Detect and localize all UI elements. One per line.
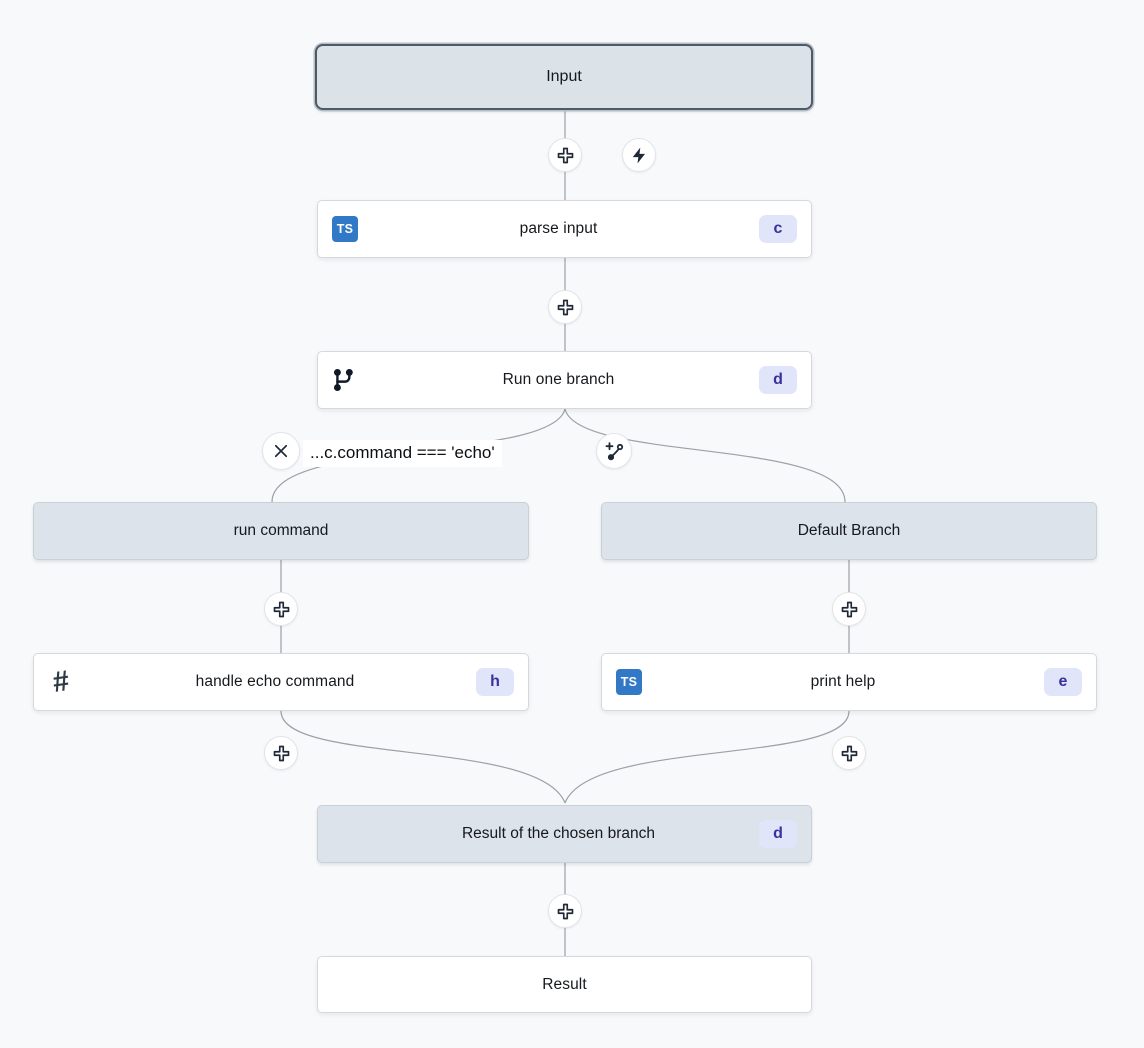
input-node[interactable]: Input bbox=[315, 44, 813, 110]
step-label: parse input bbox=[519, 220, 598, 237]
result-node-label: Result bbox=[542, 975, 587, 993]
step-id-badge: d bbox=[759, 366, 797, 394]
plus-icon bbox=[273, 601, 289, 617]
add-step-button[interactable] bbox=[264, 592, 298, 626]
add-branch-button[interactable] bbox=[596, 433, 632, 469]
input-node-label: Input bbox=[546, 68, 582, 85]
branch-run-command[interactable]: run command bbox=[33, 502, 529, 560]
add-step-button[interactable] bbox=[548, 894, 582, 928]
branch-label: Default Branch bbox=[797, 522, 901, 539]
step-run-one-branch[interactable]: Run one branch d bbox=[317, 351, 812, 409]
step-id-badge: c bbox=[759, 215, 797, 243]
step-id-badge: d bbox=[759, 820, 797, 848]
branch-default[interactable]: Default Branch bbox=[601, 502, 1097, 560]
add-step-button[interactable] bbox=[832, 736, 866, 770]
typescript-icon: TS bbox=[616, 669, 642, 695]
edge-merge-right bbox=[564, 710, 850, 804]
edge-merge-left bbox=[280, 710, 566, 804]
branch-result-node[interactable]: Result of the chosen branch d bbox=[317, 805, 812, 863]
step-print-help[interactable]: TS print help e bbox=[601, 653, 1097, 711]
add-step-button[interactable] bbox=[264, 736, 298, 770]
plus-icon bbox=[273, 745, 289, 761]
hash-icon: # bbox=[50, 665, 72, 699]
trigger-button[interactable] bbox=[622, 138, 656, 172]
remove-branch-button[interactable] bbox=[262, 432, 300, 470]
step-handle-echo-command[interactable]: # handle echo command h bbox=[33, 653, 529, 711]
branch-condition-label: ...c.command === 'echo' bbox=[303, 440, 502, 467]
add-branch-icon bbox=[605, 442, 624, 461]
branch-label: run command bbox=[233, 522, 329, 539]
step-label: handle echo command bbox=[195, 673, 355, 690]
lightning-icon bbox=[632, 147, 645, 163]
plus-icon bbox=[557, 903, 573, 919]
git-branch-icon bbox=[332, 367, 358, 393]
add-step-button[interactable] bbox=[548, 290, 582, 324]
step-id-badge: h bbox=[476, 668, 514, 696]
typescript-icon: TS bbox=[332, 216, 358, 242]
step-label: Result of the chosen branch bbox=[461, 825, 655, 842]
step-label: Run one branch bbox=[502, 371, 615, 388]
close-icon bbox=[274, 444, 288, 458]
plus-icon bbox=[557, 147, 573, 163]
add-step-button[interactable] bbox=[548, 138, 582, 172]
plus-icon bbox=[557, 299, 573, 315]
plus-icon bbox=[841, 745, 857, 761]
add-step-button[interactable] bbox=[832, 592, 866, 626]
step-label: print help bbox=[810, 673, 876, 690]
step-id-badge: e bbox=[1044, 668, 1082, 696]
plus-icon bbox=[841, 601, 857, 617]
step-parse-input[interactable]: TS parse input c bbox=[317, 200, 812, 258]
result-node[interactable]: Result bbox=[317, 956, 812, 1013]
